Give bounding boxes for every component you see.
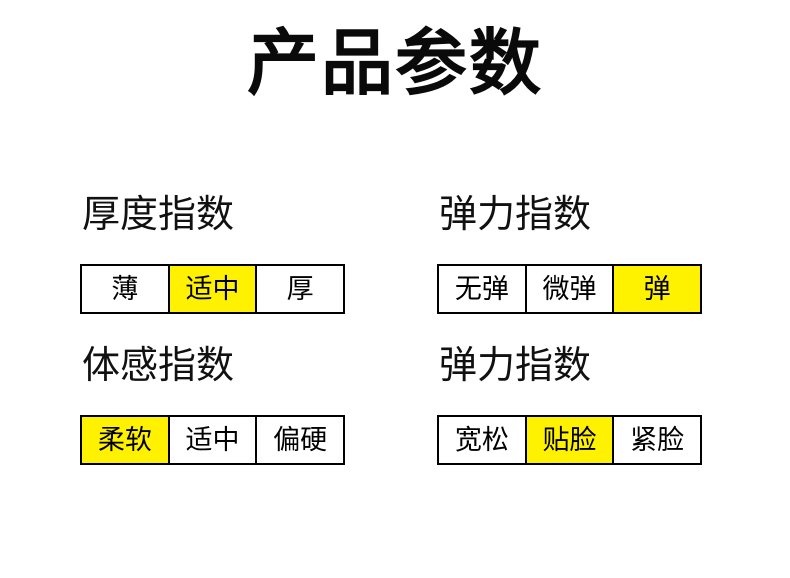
spec-block-fit: 弹力指数 宽松 贴脸 紧脸 [437,343,702,465]
option-table-thickness: 薄 适中 厚 [80,264,345,314]
spec-block-feel: 体感指数 柔软 适中 偏硬 [80,343,345,465]
option-table-fit: 宽松 贴脸 紧脸 [437,415,702,465]
spec-block-title: 体感指数 [82,345,235,387]
option-table-feel: 柔软 适中 偏硬 [80,415,345,465]
option-cell[interactable]: 宽松 [439,417,525,463]
option-table-elasticity: 无弹 微弹 弹 [437,264,702,314]
option-cell[interactable]: 偏硬 [255,417,344,463]
option-cell[interactable]: 微弹 [524,266,613,312]
option-cell[interactable]: 厚 [255,266,344,312]
spec-grid: 厚度指数 薄 适中 厚 弹力指数 无弹 微弹 弹 体感指数 柔软 适中 偏硬 [80,192,708,465]
spec-block-title: 弹力指数 [439,345,592,387]
page-title: 产品参数 [246,24,543,104]
option-cell[interactable]: 紧脸 [612,417,701,463]
spec-row: 厚度指数 薄 适中 厚 弹力指数 无弹 微弹 弹 [80,192,708,314]
spec-block-thickness: 厚度指数 薄 适中 厚 [80,192,345,314]
option-cell[interactable]: 无弹 [439,266,525,312]
spec-block-title: 弹力指数 [439,194,592,236]
option-cell-selected[interactable]: 柔软 [82,417,168,463]
spec-row: 体感指数 柔软 适中 偏硬 弹力指数 宽松 贴脸 紧脸 [80,343,708,465]
option-cell-selected[interactable]: 适中 [167,266,256,312]
option-cell-selected[interactable]: 贴脸 [524,417,613,463]
option-cell[interactable]: 适中 [167,417,256,463]
spec-block-title: 厚度指数 [82,194,235,236]
option-cell-selected[interactable]: 弹 [612,266,701,312]
option-cell[interactable]: 薄 [82,266,168,312]
spec-block-elasticity: 弹力指数 无弹 微弹 弹 [437,192,702,314]
